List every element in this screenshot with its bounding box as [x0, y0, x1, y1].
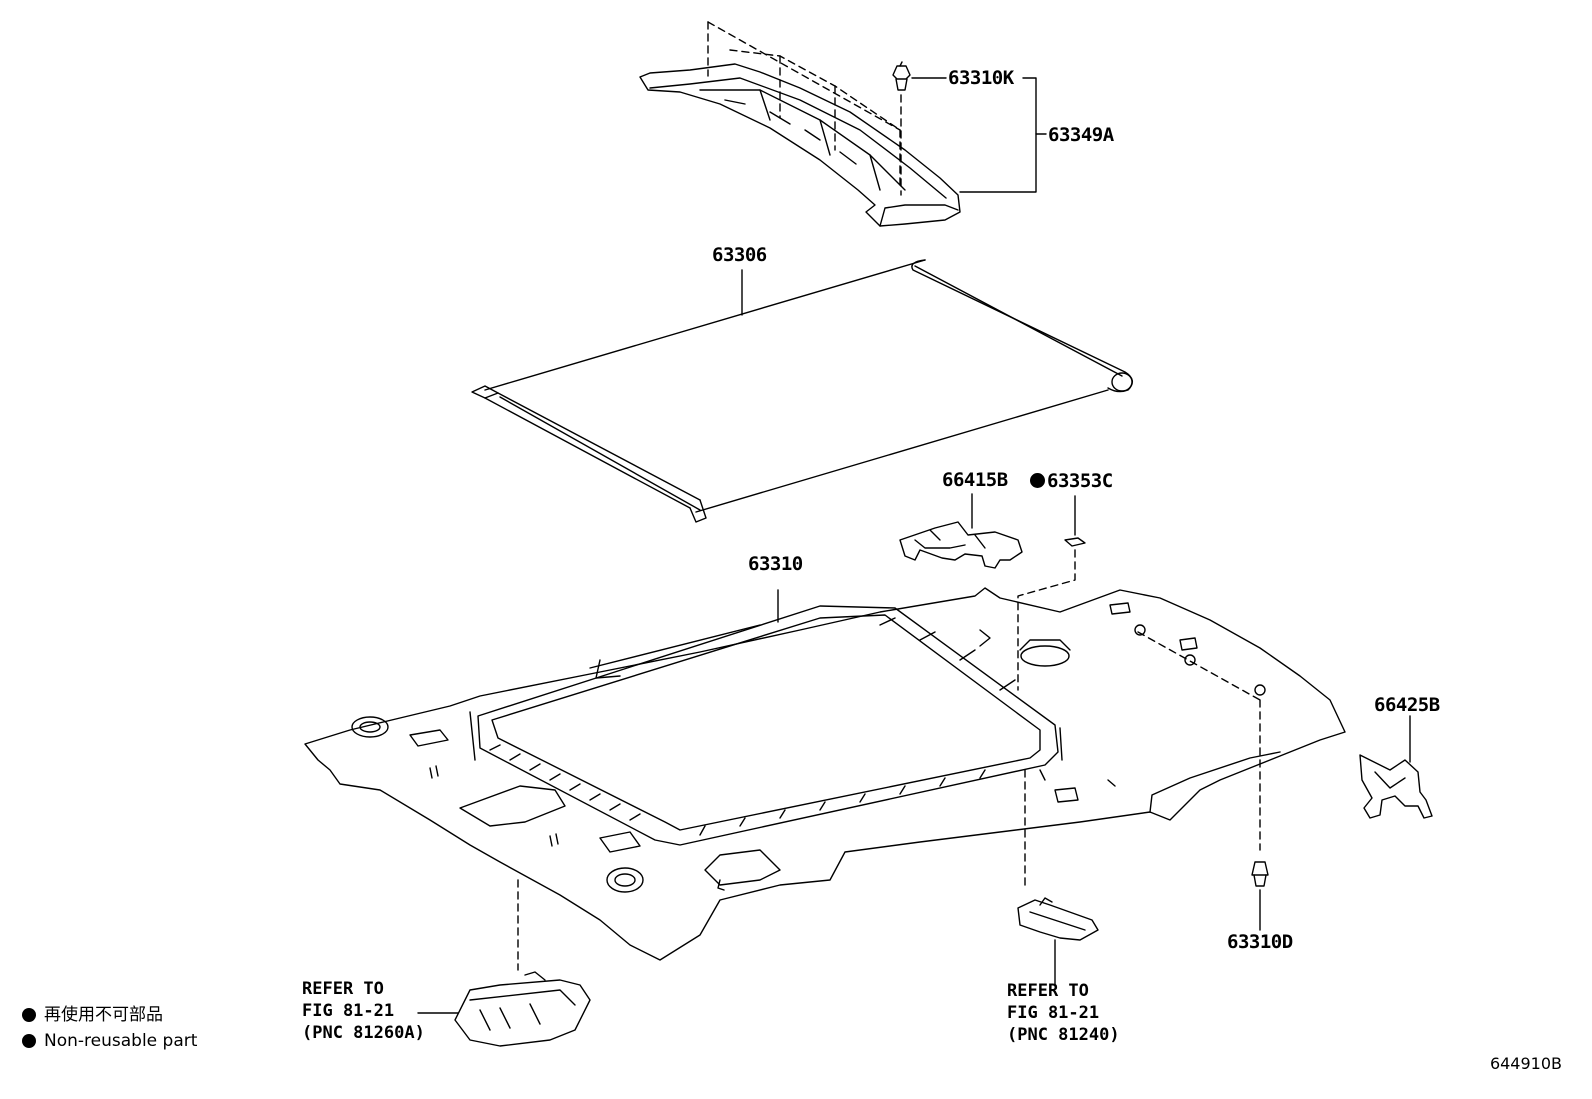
- label-63310k: 63310K: [948, 67, 1014, 89]
- label-66425b: 66425B: [1374, 694, 1440, 716]
- sunshade-63306: [471, 259, 1133, 523]
- legend-text-jp: 再使用不可部品: [44, 1005, 163, 1025]
- dashed-63353c: [1017, 549, 1076, 691]
- non-reusable-dot-icon: [22, 1008, 36, 1022]
- refer-note-81260a: REFER TO FIG 81-21 (PNC 81260A): [302, 979, 425, 1043]
- label-63310: 63310: [748, 553, 803, 575]
- label-63353c: 63353C: [1030, 470, 1113, 492]
- label-66415b: 66415B: [942, 469, 1008, 491]
- dashed-rear: [517, 631, 1261, 971]
- bracket-66425b: [1359, 754, 1433, 819]
- headliner-63310: [304, 587, 1346, 961]
- trim-dashed-guides: [707, 21, 902, 196]
- clip-63310d: [1251, 861, 1269, 931]
- header-trim-63349a: [639, 63, 961, 227]
- bracket-66415b: [899, 521, 1023, 569]
- lamp-81260a: [454, 971, 591, 1047]
- leaders-top: [911, 77, 1047, 193]
- clip-63310k: [892, 61, 911, 91]
- legend-text-en: Non-reusable part: [44, 1031, 198, 1051]
- refer-note-81240: REFER TO FIG 81-21 (PNC 81240): [1007, 981, 1120, 1045]
- label-63349a: 63349A: [1048, 124, 1114, 146]
- label-63306: 63306: [712, 244, 767, 266]
- non-reusable-dot-icon: [22, 1034, 36, 1048]
- lamp-81240: [1017, 897, 1099, 941]
- legend-row-jp: 再使用不可部品: [22, 1002, 197, 1028]
- diagram-code: 644910B: [1489, 1054, 1562, 1073]
- legend-row-en: Non-reusable part: [22, 1028, 197, 1054]
- legend: 再使用不可部品 Non-reusable part: [22, 1002, 197, 1054]
- non-reusable-bullet-icon: [1030, 473, 1045, 488]
- pad-63353c: [1064, 495, 1086, 547]
- label-63310d: 63310D: [1227, 931, 1293, 953]
